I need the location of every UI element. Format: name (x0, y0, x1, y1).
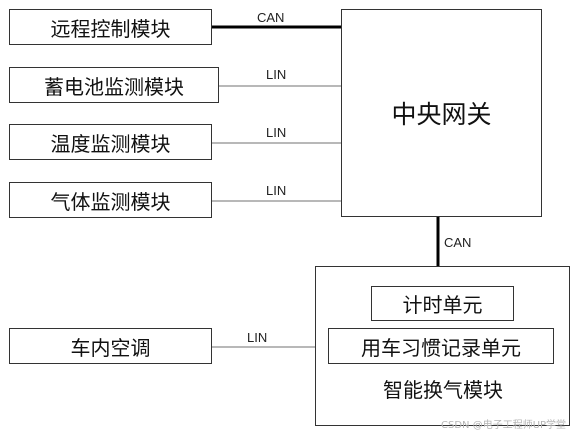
lin-label-battery-monitor: LIN (266, 67, 287, 82)
gas-monitor-module: 气体监测模块 (9, 182, 212, 218)
smart-ventilation-module-label: 智能换气模块 (383, 378, 503, 402)
temperature-monitor-label: 温度监测模块 (50, 131, 171, 156)
watermark-text: CSDN @电子工程师UP学堂 (441, 420, 567, 431)
battery-monitor-module: 蓄电池监测模块 (9, 67, 219, 103)
remote-control-module: 远程控制模块 (9, 9, 212, 45)
cabin-ac-module: 车内空调 (9, 328, 212, 364)
can-label-gateway-to-ventilation: CAN (444, 235, 472, 250)
temperature-monitor-module: 温度监测模块 (9, 124, 212, 160)
lin-label-temperature-monitor: LIN (266, 125, 287, 140)
habit-recording-unit-label: 用车习惯记录单元 (361, 335, 521, 360)
timer-unit-label: 计时单元 (402, 293, 483, 317)
habit-recording-unit-box: 用车习惯记录单元 (328, 328, 554, 364)
central-gateway-label: 中央网关 (391, 100, 492, 129)
battery-monitor-label: 蓄电池监测模块 (44, 74, 184, 99)
central-gateway-box: 中央网关 (341, 9, 542, 217)
cabin-ac-label: 车内空调 (70, 335, 151, 360)
can-label-remote-control: CAN (257, 10, 285, 25)
gas-monitor-label: 气体监测模块 (50, 189, 171, 214)
remote-control-label: 远程控制模块 (50, 16, 171, 41)
lin-label-cabin-ac: LIN (247, 330, 268, 345)
lin-label-gas-monitor: LIN (266, 183, 287, 198)
timer-unit-box: 计时单元 (371, 286, 514, 321)
